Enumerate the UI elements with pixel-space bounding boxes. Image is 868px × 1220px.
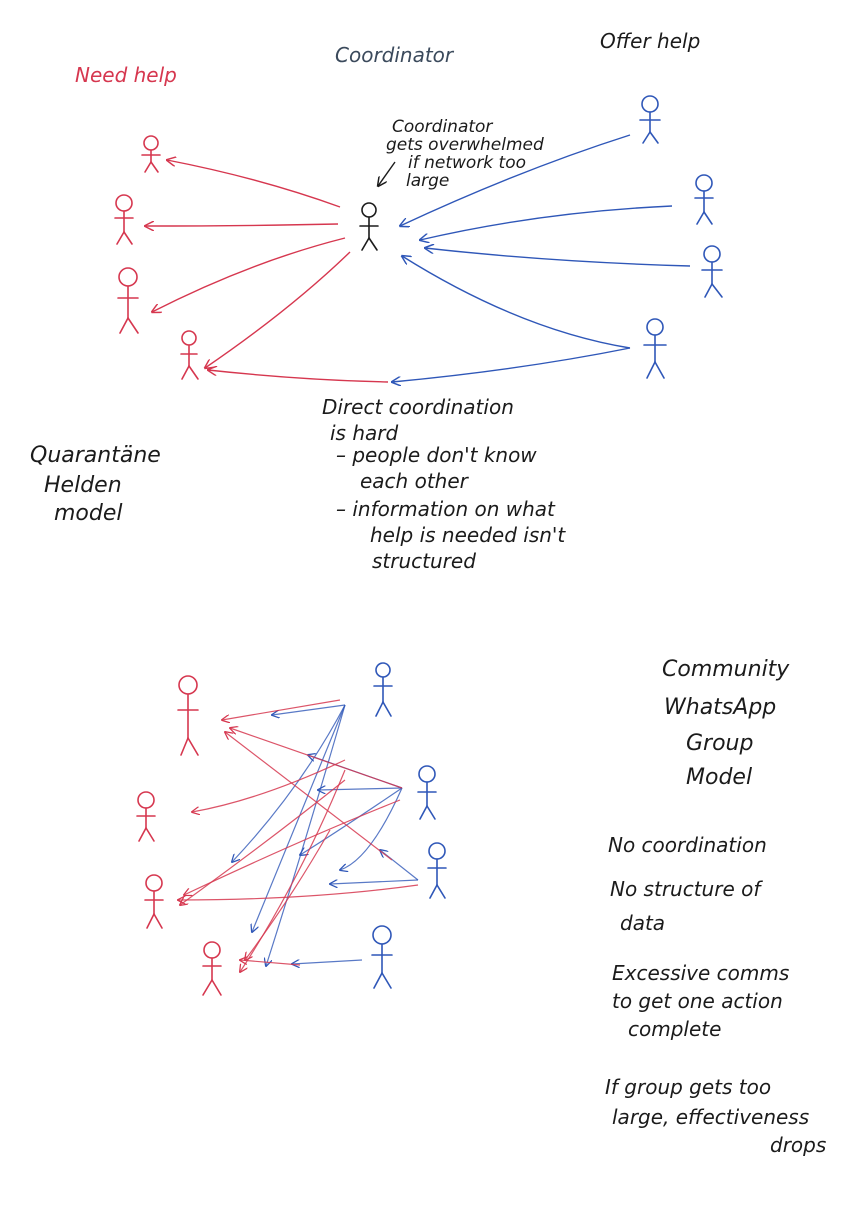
issue-line: help is needed isn't (370, 523, 566, 547)
blue-arrow (425, 248, 691, 267)
model-name-line: Model (686, 765, 752, 790)
blue-arrow (272, 704, 346, 715)
model-name-2: Community WhatsApp Group Model (662, 657, 790, 790)
diagram-coordinator-model: Need help Coordinator Offer help Coordin… (30, 29, 723, 573)
blue-arrow (318, 788, 403, 790)
offer-help-person (417, 765, 437, 820)
offer-help-person (371, 925, 393, 989)
blue-arrow (330, 879, 419, 884)
issue-line: data (620, 911, 665, 935)
red-arrow (152, 237, 346, 312)
red-arrow (208, 370, 389, 383)
blue-arrow (402, 256, 631, 349)
model-name-line: Group (686, 731, 753, 756)
model-name-line: Helden (44, 473, 122, 498)
model-name-line: Quarantäne (30, 443, 161, 468)
issue-line: drops (770, 1133, 826, 1157)
need-help-person (177, 675, 199, 756)
red-arrow (245, 829, 331, 960)
blue-arrow (400, 134, 631, 226)
issues-list-2: No coordination No structure of data Exc… (605, 833, 826, 1157)
blue-arrow (420, 205, 673, 240)
coordinator-header: Coordinator (335, 43, 455, 67)
issue-line: Excessive comms (612, 961, 789, 985)
issue-line: complete (628, 1017, 721, 1041)
coordinator-figure (359, 202, 379, 251)
red-arrow (192, 759, 346, 812)
need-help-person (141, 135, 161, 173)
coordinator-note-line: large (406, 171, 449, 191)
red-arrow (178, 884, 419, 900)
need-help-person (202, 941, 222, 996)
blue-arrow (340, 787, 403, 870)
offer-help-person (427, 842, 447, 899)
issue-line: No coordination (608, 833, 767, 857)
issue-line: No structure of (610, 877, 763, 901)
model-name-line: Community (662, 657, 790, 682)
red-arrows (178, 699, 419, 972)
blue-arrow (292, 960, 363, 964)
coordinator-note-line: if network too (408, 153, 526, 173)
diagram-whatsapp-model: Community WhatsApp Group Model No coordi… (136, 657, 826, 1157)
blue-arrow (392, 347, 631, 382)
blue-arrow (232, 704, 346, 862)
red-arrows (145, 160, 389, 383)
issue-line: – people don't know (336, 443, 537, 467)
need-help-person (144, 874, 164, 929)
offer-help-person (639, 95, 661, 144)
offer-help-person (694, 174, 714, 225)
model-name-line: model (54, 501, 123, 526)
coordinator-note-line: gets overwhelmed (386, 135, 544, 155)
red-arrow (230, 728, 403, 789)
issue-line: – information on what (336, 497, 556, 521)
note-pointer-arrow (378, 161, 396, 186)
model-name-1: Quarantäne Helden model (30, 443, 161, 526)
offer-help-person (373, 662, 393, 717)
need-help-header: Need help (75, 63, 177, 87)
issue-line: large, effectiveness (612, 1105, 809, 1129)
need-help-person (136, 791, 156, 842)
issue-line: structured (372, 549, 476, 573)
red-arrow (167, 160, 341, 208)
red-arrow (240, 769, 346, 972)
red-arrow (180, 779, 346, 905)
issue-line: each other (360, 469, 470, 493)
issue-line: to get one action (612, 989, 783, 1013)
coordinator-note-line: Coordinator (392, 117, 493, 137)
need-help-person (117, 267, 139, 334)
offer-help-person (701, 245, 723, 298)
issues-list-1: Direct coordination is hard – people don… (322, 395, 566, 573)
blue-arrow (300, 787, 403, 855)
offer-help-header: Offer help (600, 29, 700, 53)
issue-line: is hard (330, 421, 398, 445)
red-arrow (225, 732, 393, 861)
red-arrow (145, 224, 339, 226)
blue-arrows (392, 134, 691, 382)
blue-arrows (232, 704, 419, 966)
blue-arrow (252, 704, 346, 932)
red-arrow (222, 699, 341, 720)
red-arrow (240, 960, 301, 966)
offer-help-person (643, 318, 667, 379)
issue-line: Direct coordination (322, 395, 514, 419)
need-help-person (180, 330, 199, 380)
red-arrow (205, 251, 351, 368)
need-help-person (114, 194, 134, 245)
model-name-line: WhatsApp (664, 695, 776, 720)
issue-line: If group gets too (605, 1075, 771, 1099)
coordinator-note: Coordinator gets overwhelmed if network … (378, 117, 544, 191)
